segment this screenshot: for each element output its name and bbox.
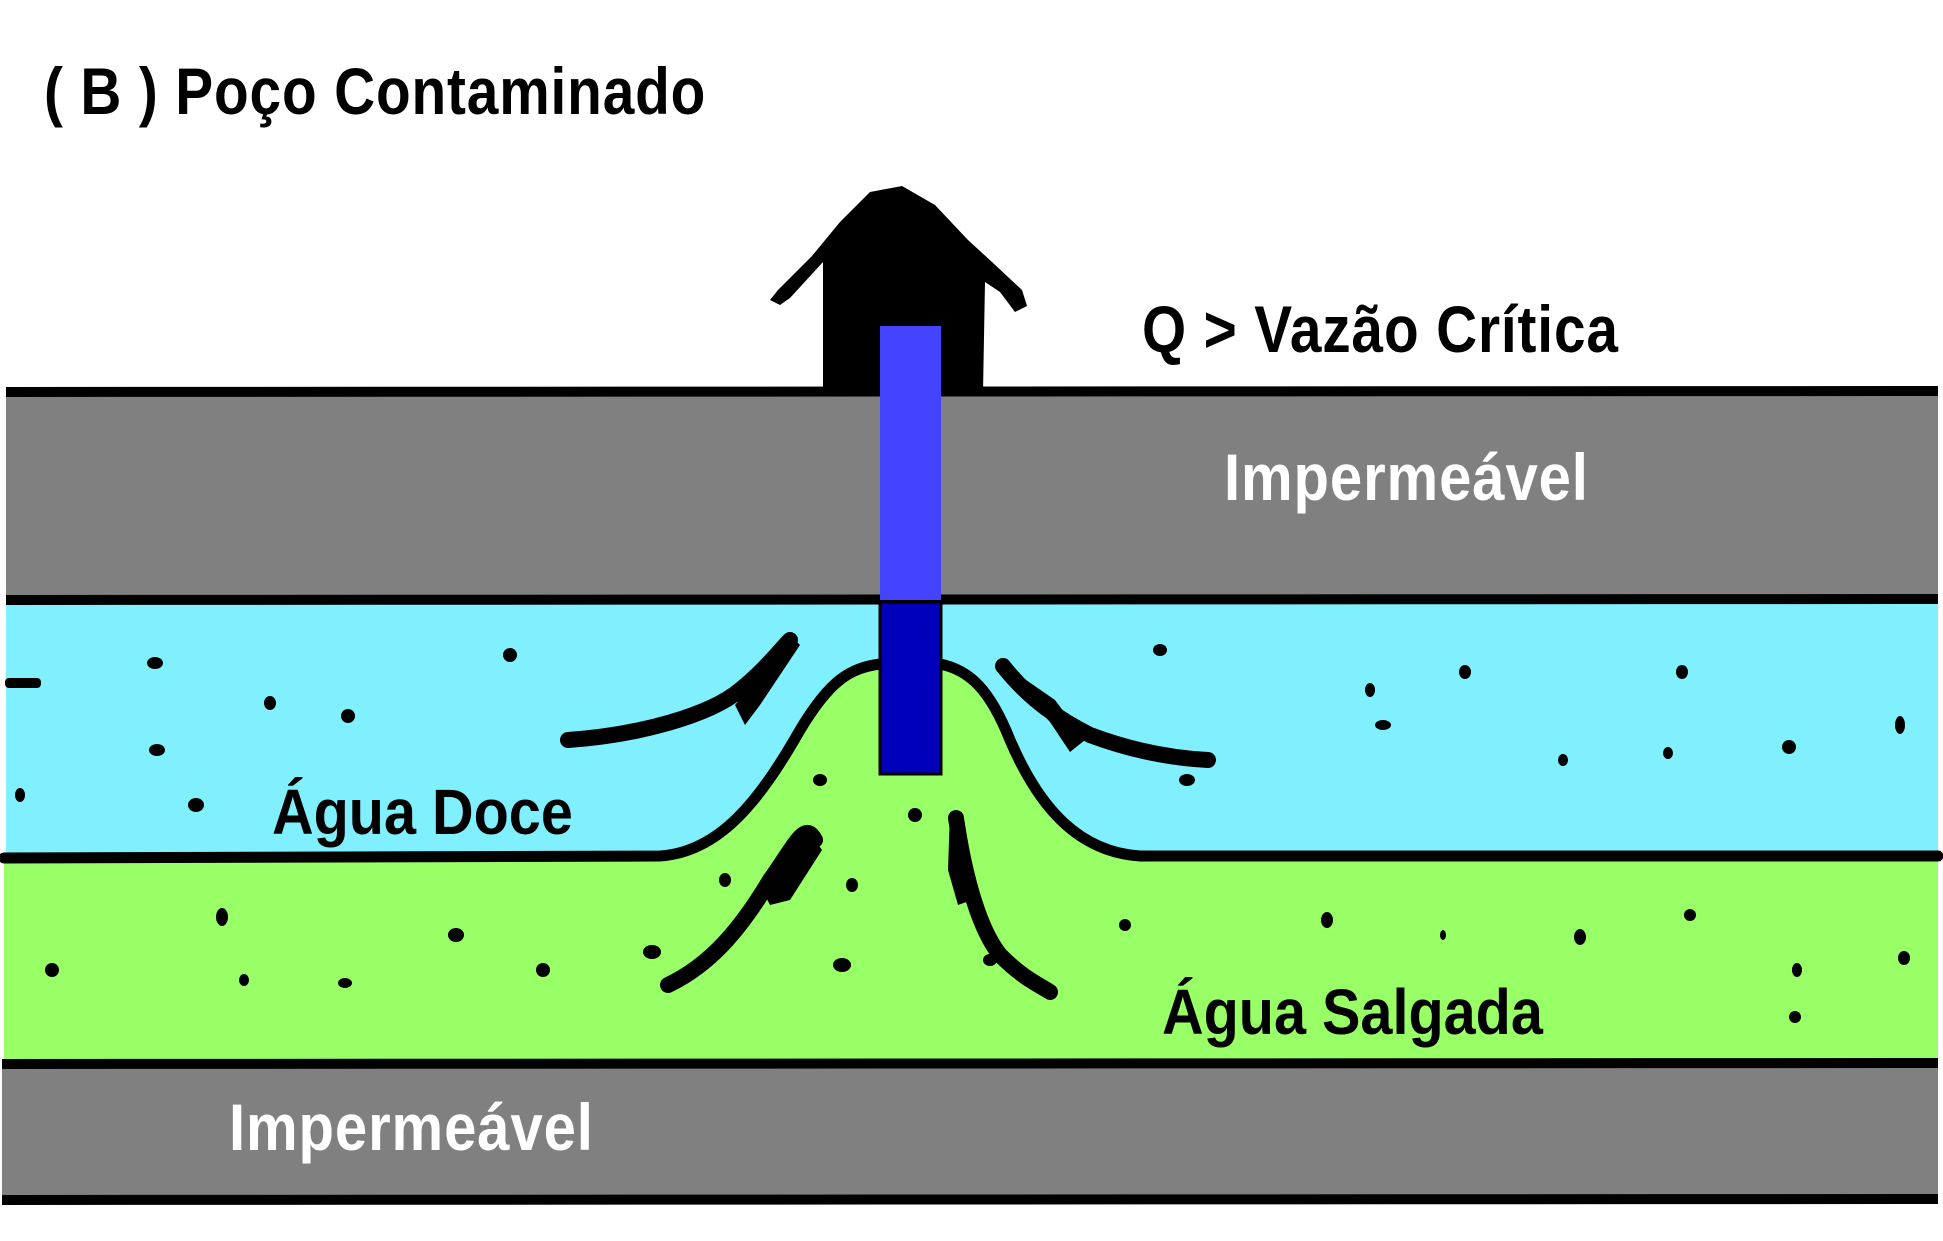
arrowhead-salt-right (948, 812, 972, 905)
upconing-cone-outline (0, 658, 1943, 864)
flow-condition-label: Q > Vazão Crítica (1142, 292, 1619, 366)
salt-water-label: Água Salgada (1162, 976, 1543, 1048)
lower-impermeable-layer (2, 1063, 1938, 1200)
arrowhead-salt-left (760, 833, 822, 905)
upper-impermeable-layer (6, 392, 1938, 600)
well-screen (878, 600, 943, 776)
arrowhead-fresh-right (1000, 662, 1085, 752)
bottom-line (1, 1194, 1939, 1205)
fresh-water-label: Água Doce (272, 776, 573, 848)
arrowhead-fresh-left (735, 632, 800, 725)
flow-arrow-heads (735, 632, 1085, 905)
lower-impermeable-label: Impermeável (229, 1090, 594, 1164)
boundary-salt-lower (1, 1058, 1939, 1069)
wellhead-house-icon (770, 186, 1027, 392)
upconing-cone (6, 664, 1938, 870)
well-casing (880, 326, 941, 600)
diagram-title: ( B ) Poço Contaminado (44, 54, 707, 128)
sediment-dots-fresh (5, 644, 1905, 812)
sediment-dots-salt (45, 808, 1910, 1023)
upper-impermeable-label: Impermeável (1224, 440, 1589, 514)
boundary-impermeable-fresh (5, 594, 1939, 605)
